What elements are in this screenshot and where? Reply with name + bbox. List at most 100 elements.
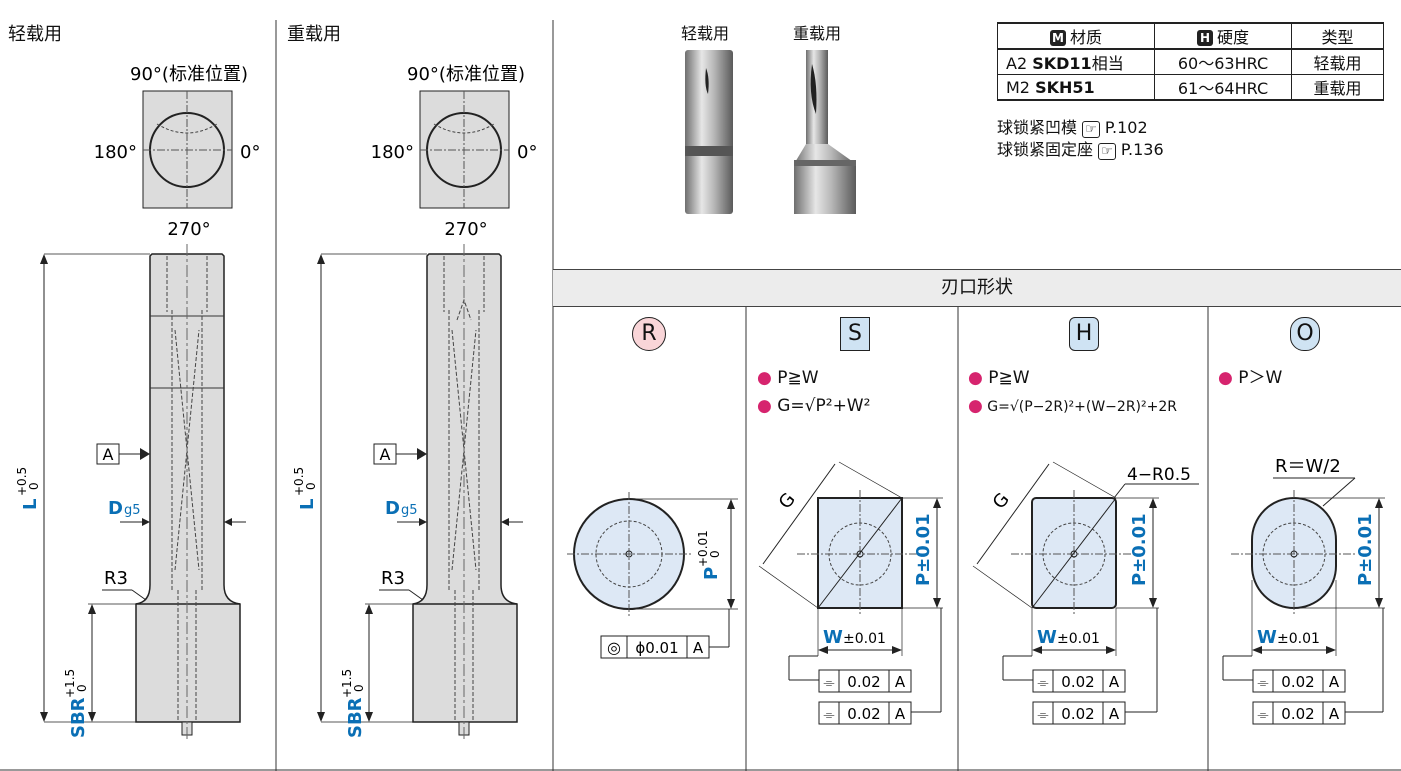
dim-l-label: L [297, 499, 318, 510]
angle-right-label: 0° [240, 142, 260, 163]
dim-p-tol-upper: +0.01 [696, 530, 710, 567]
punch-photos [685, 50, 856, 214]
middle-punch-drawing: 90°(标准位置) 180° 0° 270° A D g5 L +0.5 0 [292, 64, 537, 740]
left-punch-drawing: 90°(标准位置) 180° 0° 270° A D g5 L +0.5 0 [15, 64, 260, 740]
reference-item[interactable]: 球锁紧固定座 ☞ P.136 [997, 140, 1164, 160]
page-reference-icon: ☞ [1082, 121, 1100, 138]
angle-left-label: 180° [371, 142, 414, 163]
angle-top-label: 90°(标准位置) [407, 64, 525, 85]
dim-l-tol-upper: +0.5 [292, 467, 306, 496]
photo-heavy-label: 重载用 [793, 24, 842, 43]
dim-d-sub: g5 [124, 503, 141, 518]
dim-sbr-tol-upper: +1.5 [63, 669, 77, 698]
dim-w-label: W [1037, 627, 1057, 648]
dim-l-tol-upper: +0.5 [15, 467, 29, 496]
dim-r-label: R3 [104, 568, 128, 589]
shape-s-drawing: G P±0.01 W ±0.01 ⌯ 0.02 A ⌯ 0.02 A [758, 461, 943, 725]
fcf-value: 0.02 [1281, 673, 1314, 691]
dim-l-label: L [20, 499, 41, 510]
datum-a-label: A [103, 445, 114, 464]
symmetry-icon: ⌯ [1037, 707, 1048, 723]
dim-p-label: P [701, 567, 722, 580]
dim-r-label: R3 [381, 568, 405, 589]
dim-p-tol-lower: 0 [708, 550, 722, 558]
hardness-cell: 61～64HRC [1154, 74, 1292, 101]
fcf-datum: A [1329, 705, 1340, 723]
reference-list: 球锁紧凹模 ☞ P.102 球锁紧固定座 ☞ P.136 [997, 118, 1164, 162]
angle-bottom-label: 270° [444, 219, 487, 240]
shape-o-drawing: R＝W/2 P±0.01 W ±0.01 ⌯ 0.02 A ⌯ 0.02 A [1222, 456, 1385, 725]
dim-sbr-tol-lower: 0 [352, 684, 366, 692]
type-cell: 重载用 [1291, 74, 1384, 101]
heavy-duty-punch-photo [794, 50, 856, 214]
dim-w-tol: ±0.01 [1057, 631, 1100, 647]
shape-badge-r: R [632, 317, 666, 351]
fcf-value: 0.02 [1281, 705, 1314, 723]
angle-top-label: 90°(标准位置) [130, 64, 248, 85]
dim-g-label: G [989, 489, 1014, 513]
concentricity-icon: ◎ [607, 638, 621, 657]
dim-sbr-tol-upper: +1.5 [340, 669, 354, 698]
fcf-datum: A [1329, 673, 1340, 691]
dim-w-tol: ±0.01 [1277, 631, 1320, 647]
shape-badge-s: S [840, 317, 870, 351]
photo-light-label: 轻载用 [681, 24, 730, 43]
dim-radius-label: R＝W/2 [1275, 456, 1341, 477]
note-bulb-icon: ● [1218, 368, 1233, 388]
table-row: M2 SKH51 61～64HRC 重载用 [997, 74, 1384, 101]
material-cell: A2 SKD11相当 [997, 48, 1155, 75]
dim-d-label: D [385, 498, 400, 519]
fcf-value: 0.02 [1061, 673, 1094, 691]
dim-w-label: W [1257, 627, 1277, 648]
symmetry-icon: ⌯ [1257, 675, 1268, 691]
dim-d-label: D [108, 498, 123, 519]
dim-d-sub: g5 [401, 503, 418, 518]
angle-right-label: 0° [517, 142, 537, 163]
angle-left-label: 180° [94, 142, 137, 163]
fcf-datum: A [693, 639, 704, 657]
datum-a-label: A [380, 445, 391, 464]
dim-g-label: G [775, 489, 800, 513]
fcf-value: 0.02 [847, 673, 880, 691]
symmetry-icon: ⌯ [823, 675, 834, 691]
table-row: A2 SKD11相当 60～63HRC 轻载用 [997, 48, 1384, 75]
dim-l-tol-lower: 0 [304, 482, 318, 490]
fcf-datum: A [1109, 673, 1120, 691]
shapes-section-title: 刃口形状 [553, 269, 1401, 307]
symmetry-icon: ⌯ [1257, 707, 1268, 723]
light-duty-punch-photo [685, 50, 733, 214]
dim-p-label: P±0.01 [1355, 513, 1376, 586]
fcf-value: ϕ0.01 [635, 639, 678, 657]
note-bulb-icon: ● [968, 368, 983, 388]
page-reference-icon: ☞ [1098, 143, 1116, 160]
symmetry-icon: ⌯ [823, 707, 834, 723]
material-badge-icon: M [1049, 30, 1066, 46]
dim-p-label: P±0.01 [913, 513, 934, 586]
header-type: 类型 [1291, 22, 1384, 50]
note-bulb-icon: ● [968, 396, 983, 416]
shape-s-notes: ● P≧W ● G=√P²+W² [757, 368, 871, 416]
angle-bottom-label: 270° [167, 219, 210, 240]
dim-l-tol-lower: 0 [27, 482, 41, 490]
shape-badge-o: O [1290, 317, 1320, 351]
shape-o-notes: ● P＞W [1218, 368, 1283, 388]
reference-item[interactable]: 球锁紧凹模 ☞ P.102 [997, 118, 1148, 138]
fcf-datum: A [1109, 705, 1120, 723]
left-panel-title: 轻载用 [8, 24, 62, 45]
note-bulb-icon: ● [757, 368, 772, 388]
hardness-badge-icon: H [1196, 30, 1213, 46]
shape-badge-h: H [1069, 317, 1099, 351]
symmetry-icon: ⌯ [1037, 675, 1048, 691]
middle-panel-title: 重载用 [287, 24, 341, 45]
dim-w-label: W [823, 627, 843, 648]
shape-h-notes: ● P≧W ● G=√(P−2R)²+(W−2R)²+2R [968, 368, 1177, 416]
note-bulb-icon: ● [757, 396, 772, 416]
dim-corner-label: 4−R0.5 [1127, 465, 1191, 485]
fcf-datum: A [895, 705, 906, 723]
material-cell: M2 SKH51 [997, 74, 1155, 101]
type-cell: 轻载用 [1291, 48, 1384, 75]
